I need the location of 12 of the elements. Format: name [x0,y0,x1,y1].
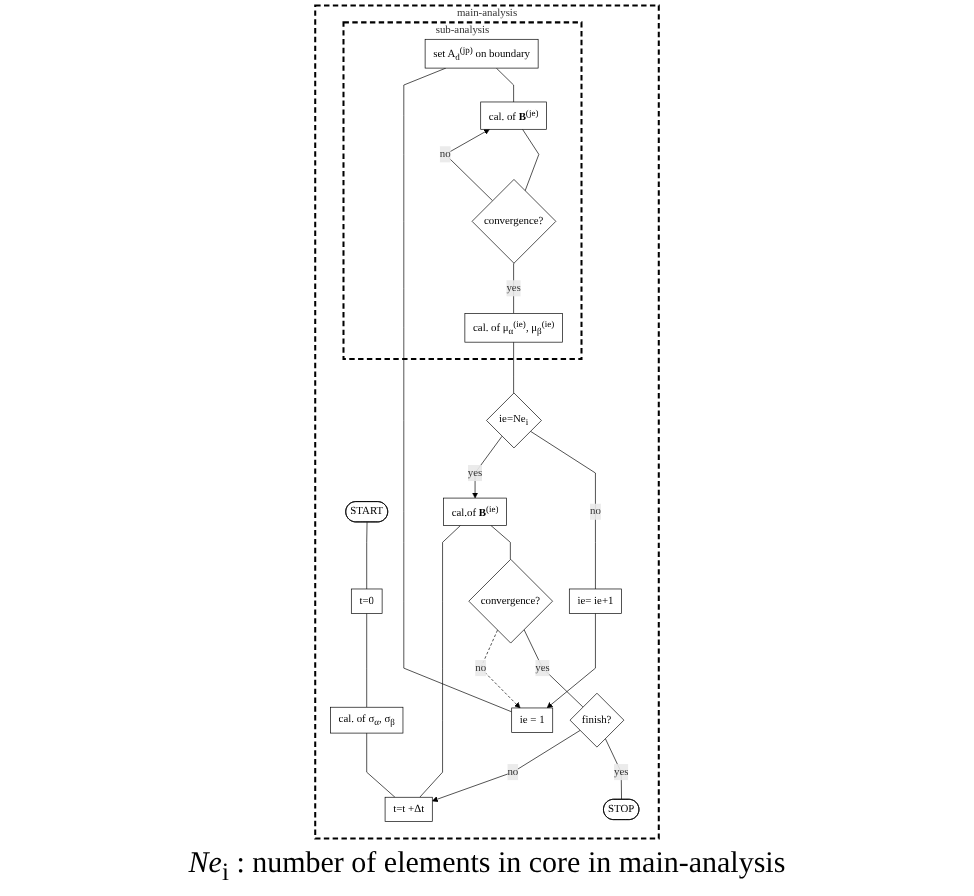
connector [366,613,368,708]
connector [496,67,514,103]
connector [530,430,596,590]
connector [490,525,511,560]
connector [419,525,461,798]
connector [513,341,514,394]
connector [523,629,584,708]
connector [366,732,396,798]
caption: Ne$_{i}$ : number of elements in core in main-analysis [188,846,786,890]
connector [522,128,540,192]
connector [604,738,622,800]
connector [366,521,368,590]
